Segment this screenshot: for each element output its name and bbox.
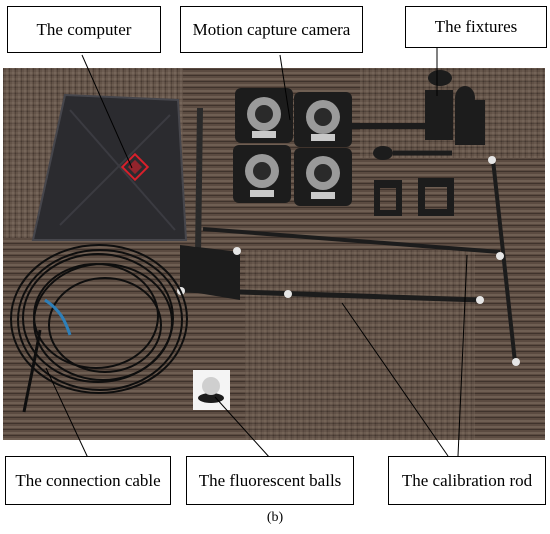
label-camera: Motion capture camera [180,6,363,53]
fixtures [350,70,485,216]
laptop [31,93,188,241]
calibration-rod [177,107,520,366]
label-fixtures: The fixtures [405,6,547,48]
leader-lines [45,40,468,459]
camera-4 [294,148,352,206]
camera-2 [294,92,352,147]
label-cable: The connection cable [5,456,171,505]
camera-3 [233,145,291,203]
label-computer: The computer [7,6,161,53]
label-rod: The calibration rod [388,456,546,505]
fluorescent-ball [193,370,230,410]
figure-caption: (b) [266,510,284,525]
camera-1 [235,88,293,143]
connection-cable [10,244,188,413]
camera-cluster [233,88,352,206]
label-balls: The fluorescent balls [186,456,354,505]
